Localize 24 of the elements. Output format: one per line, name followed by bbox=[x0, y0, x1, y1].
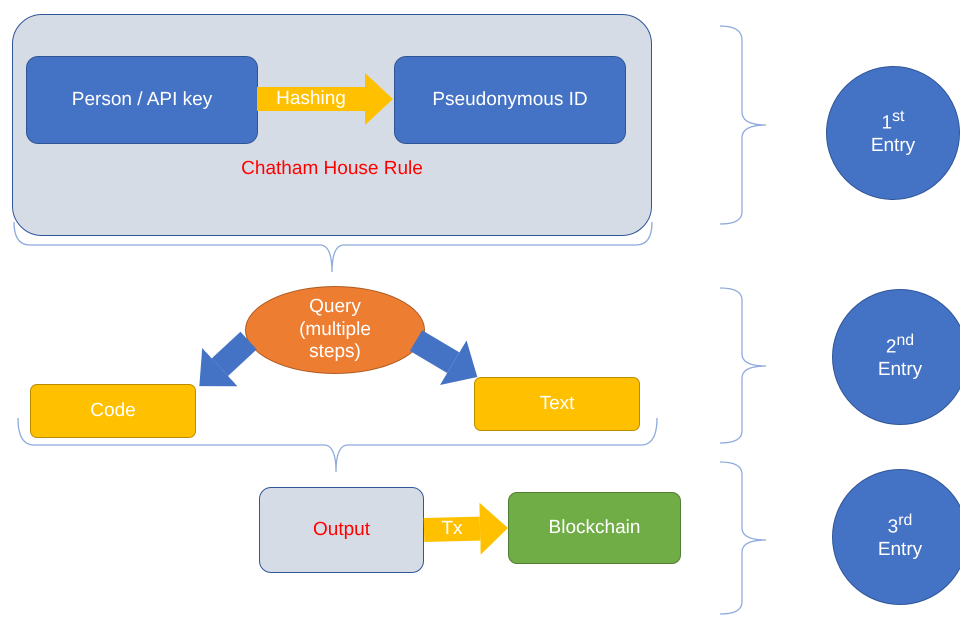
node-label: Pseudonymous ID bbox=[432, 88, 588, 112]
block-arrow bbox=[410, 330, 478, 386]
node-label: Person / API key bbox=[72, 88, 212, 112]
node-label: Text bbox=[540, 392, 574, 416]
group-caption: Chatham House Rule bbox=[241, 158, 423, 181]
node-label: 1$^{st}$ Entry bbox=[870, 108, 916, 158]
output-box bbox=[259, 487, 424, 573]
process-box bbox=[508, 492, 681, 564]
process-box bbox=[394, 56, 626, 144]
process-box bbox=[26, 56, 258, 144]
process-box bbox=[474, 377, 640, 431]
block-arrow bbox=[199, 332, 257, 386]
node-label: 3$^{rd}$ Entry bbox=[876, 512, 924, 562]
node-label: Query (multiple steps) bbox=[298, 296, 372, 364]
node-label: Blockchain bbox=[548, 516, 640, 540]
block-arrow bbox=[424, 502, 508, 555]
edge-label: Tx bbox=[441, 518, 463, 540]
node-label: Code bbox=[90, 400, 136, 422]
edge-label: Hashing bbox=[276, 88, 346, 110]
block-arrow bbox=[257, 73, 393, 125]
node-label: 2$^{nd}$ Entry bbox=[876, 332, 924, 382]
group-panel bbox=[12, 14, 652, 236]
node-label: Output bbox=[312, 518, 370, 542]
process-box bbox=[30, 384, 196, 438]
